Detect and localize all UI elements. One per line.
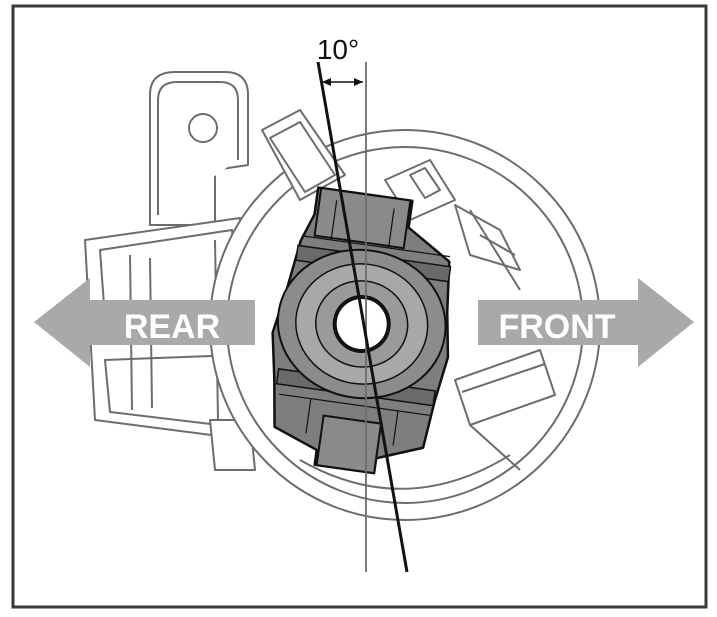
- bracket-hole: [188, 113, 218, 143]
- bushing-bottom-cap: [315, 414, 383, 475]
- front-label: FRONT: [498, 308, 615, 346]
- front-arrow: FRONT: [478, 278, 694, 367]
- bushing: [271, 186, 452, 475]
- rear-arrow-shape: [34, 278, 255, 367]
- rear-arrow: REAR: [34, 278, 255, 367]
- front-arrow-shape: [478, 278, 694, 367]
- bushing-axis-line: [316, 61, 409, 573]
- rear-label: REAR: [124, 308, 220, 346]
- angle-label: 10°: [317, 34, 359, 65]
- angle-dimension: 10°: [317, 34, 363, 86]
